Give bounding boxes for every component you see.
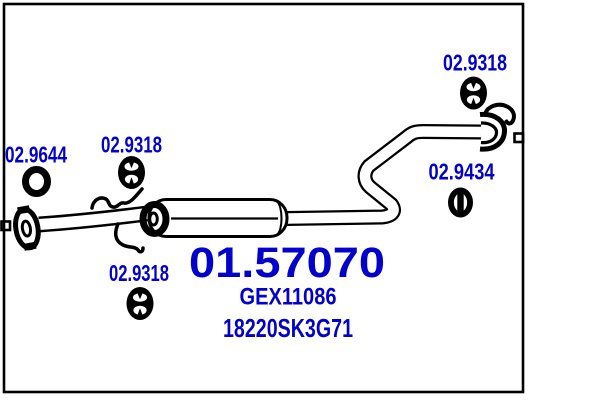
tailpipe-hook [483,102,516,126]
rubber-mount-icon-bottom [126,287,154,320]
main-part-number: 01.57070 [189,239,385,287]
gasket-ring-icon [22,166,51,197]
oe-reference-primary: GEX11086 [240,284,337,311]
rubber-mount-icon-front [118,156,145,189]
front-pipe [38,205,149,233]
hanger-rod [113,222,145,254]
label-pipe-clamp: 02.9434 [429,159,495,185]
label-rubber-mount-bottom: 02.9318 [109,260,169,286]
tailpipe-tip [479,111,507,152]
clamp-icon [448,187,473,218]
hanger-hook [90,187,144,210]
inlet-ring [139,201,170,237]
muffler-body [147,198,289,238]
rear-pipe [286,124,482,226]
label-rubber-mount-rear: 02.9318 [443,50,507,76]
front-flange [13,205,41,251]
muffler-end-cap [276,200,283,236]
label-flange-gasket: 02.9644 [5,142,67,168]
right-mount-square [513,132,525,144]
frame-border [2,2,525,394]
left-mount-square [0,220,12,232]
oe-reference-secondary: 18220SK3G71 [223,313,353,343]
rubber-mount-icon-rear [460,76,487,110]
label-rubber-mount-front: 02.9318 [101,132,162,158]
